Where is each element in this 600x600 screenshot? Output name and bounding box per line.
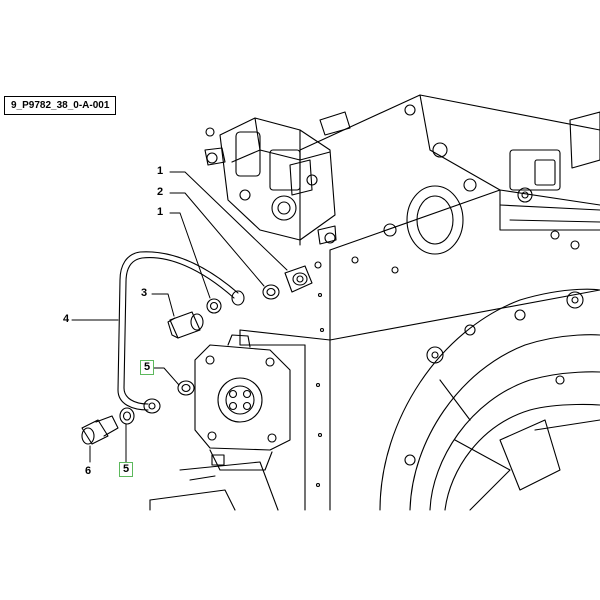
seal-ring-item-1 [206,298,222,314]
seal-ring-item-5b [119,407,135,425]
top-port-boss [383,104,477,255]
housing-bolts [314,256,399,488]
leader-lines [71,171,288,463]
housing-top-deck [239,94,600,511]
adapter-item-1 [284,265,313,293]
hydraulic-pump [204,111,351,245]
callout-5-lower: 5 [119,462,134,477]
pipe-item-4 [117,251,245,414]
seal-ring-item-5a [177,380,195,396]
callout-3: 3 [141,287,148,299]
diagram-reference-code: 9_P9782_38_0-A-001 [4,96,117,115]
callout-1-lower: 1 [157,206,164,218]
callout-5-upper: 5 [140,360,155,375]
callout-2: 2 [157,186,164,198]
callout-1-upper: 1 [157,165,164,177]
callout-6: 6 [85,465,92,477]
right-valve-blocks [499,111,600,250]
seal-ring-item-2 [262,284,280,300]
plug-item-3 [167,311,204,339]
bolt-item-6 [81,415,119,445]
callout-4: 4 [63,313,70,325]
bell-housing [379,288,600,511]
lower-cover-plate [149,334,291,511]
